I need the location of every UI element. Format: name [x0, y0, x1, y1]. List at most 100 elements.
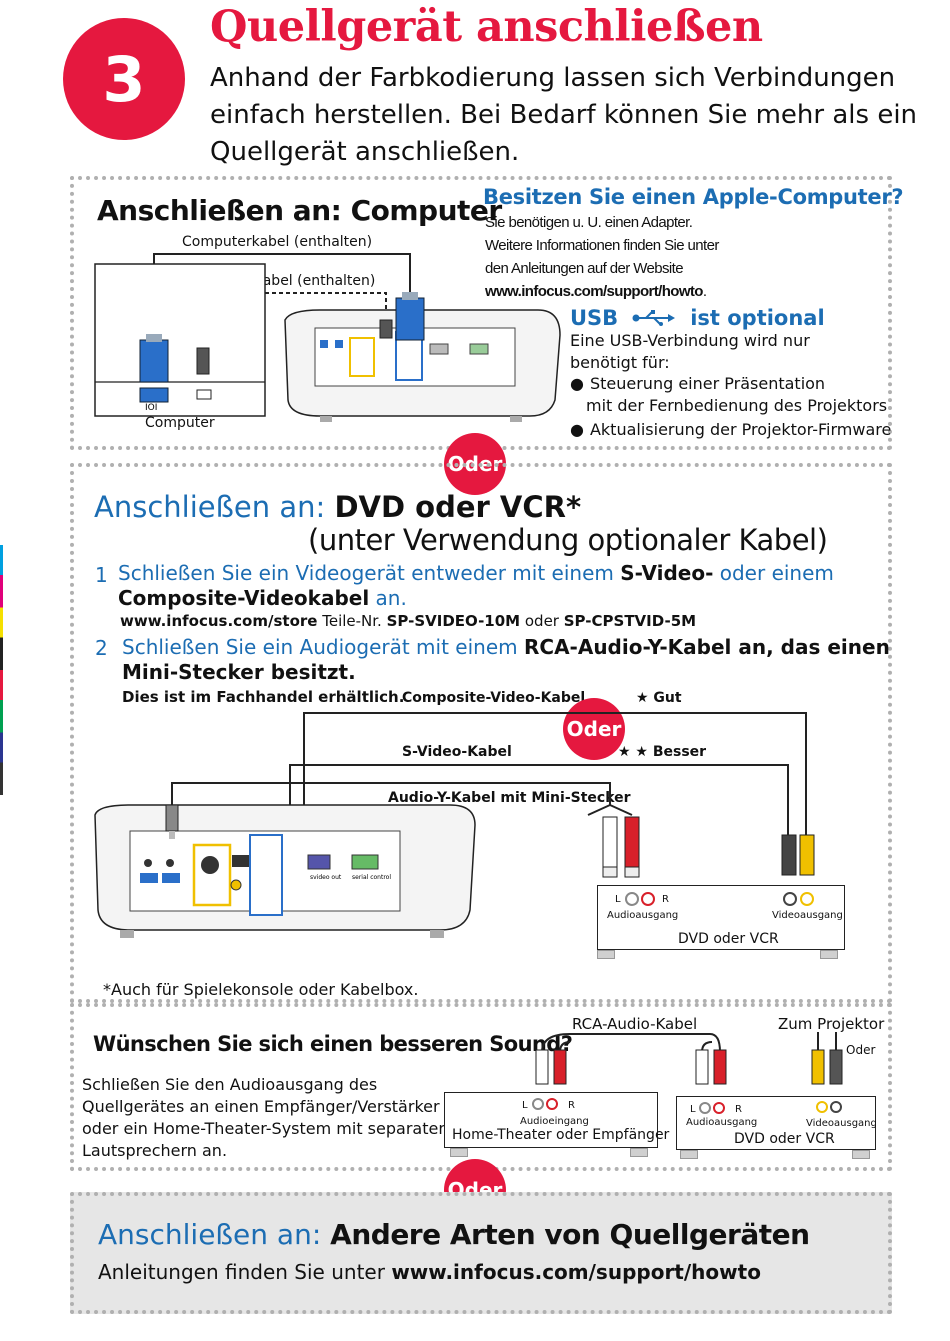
store-text: Teile-Nr.	[317, 612, 387, 630]
dvd-subheading: (unter Verwendung optionaler Kabel)	[308, 523, 828, 557]
usb-line: benötigt für:	[570, 352, 670, 372]
sound-description: Schließen Sie den Audioausgang des Quell…	[82, 1074, 448, 1162]
composite-port	[816, 1101, 828, 1113]
step1-c: oder einem	[713, 561, 834, 585]
apple-line: Weitere Informationen finden Sie unter	[485, 237, 719, 254]
intro-text: Anhand der Farbkodierung lassen sich Ver…	[210, 60, 917, 171]
other-url-link[interactable]: www.infocus.com/support/howto	[391, 1260, 761, 1284]
computer-cable-label: Computerkabel (enthalten)	[182, 234, 373, 250]
device-foot	[450, 1148, 468, 1157]
svg-text:svideo out: svideo out	[310, 874, 342, 881]
svideo-cable-label: S-Video-Kabel	[402, 744, 512, 760]
rca-white-port	[699, 1102, 711, 1114]
sound-desc-line: Quellgerätes an einen Empfänger/Verstärk…	[82, 1097, 440, 1116]
intro-line: Quellgerät anschließen.	[210, 137, 520, 167]
step1-b: S-Video-	[620, 561, 714, 585]
rca-red-port	[713, 1102, 725, 1114]
usb-word: USB	[570, 306, 619, 330]
dvd-connection-diagram: svideo out serial control	[94, 712, 815, 938]
good-rating: ★ Gut	[636, 690, 682, 706]
store-url-link[interactable]: www.infocus.com/store	[120, 612, 318, 630]
sound-cable-diagram	[535, 1032, 843, 1085]
rca-white-port	[532, 1098, 544, 1110]
or-word: oder	[520, 612, 564, 630]
lr-right-label: R	[735, 1104, 742, 1115]
apple-period: .	[702, 283, 707, 300]
intro-line: Anhand der Farbkodierung lassen sich Ver…	[210, 63, 896, 93]
footnote: *Auch für Spielekonsole oder Kabelbox.	[103, 980, 419, 999]
audio-out-label: Audioausgang	[686, 1117, 758, 1128]
bullet-icon: ●	[570, 374, 584, 393]
svg-text:serial control: serial control	[352, 874, 391, 881]
audio-out-label: Audioausgang	[607, 910, 679, 921]
audio-out-ports	[625, 892, 655, 906]
to-projector-label: Zum Projektor	[778, 1015, 885, 1033]
svg-text:IOI: IOI	[145, 403, 157, 413]
device-foot	[630, 1148, 648, 1157]
svideo-port	[783, 892, 797, 906]
composite-port	[800, 892, 814, 906]
audio-in-label: Audioeingang	[520, 1116, 589, 1127]
apple-text: Sie benötigen u. U. einen Adapter. Weite…	[485, 211, 719, 303]
computer-label: Computer	[145, 415, 215, 431]
apple-line: den Anleitungen auf der Website	[485, 260, 684, 277]
lr-left-label: L	[690, 1104, 696, 1115]
usb-bullet: Aktualisierung der Projektor-Firmware	[589, 420, 892, 439]
computer-diagram: IOI	[94, 253, 561, 422]
part-number: SP-SVIDEO-10M	[386, 612, 521, 630]
oder-badge: Oder	[563, 698, 625, 760]
apple-line: Sie benötigen u. U. einen Adapter.	[485, 214, 693, 231]
usb-optional: ist optional	[690, 306, 825, 330]
video-out-label: Videoausgang	[772, 910, 843, 921]
video-out-label: Videoausgang	[806, 1118, 877, 1129]
intro-line: einfach herstellen. Bei Bedarf können Si…	[210, 100, 918, 130]
bullet-icon: ●	[570, 420, 584, 439]
device-foot	[820, 950, 838, 959]
rca-cable-label: RCA-Audio-Kabel	[572, 1015, 698, 1033]
audio-out-ports	[699, 1102, 725, 1114]
video-out-ports	[783, 892, 814, 906]
lr-left-label: L	[615, 894, 621, 905]
sound-heading: Wünschen Sie sich einen besseren Sound?	[93, 1032, 573, 1056]
step-number-badge: 3	[63, 18, 185, 140]
step2-b: RCA-Audio-Y-Kabel an, das einen	[523, 635, 890, 659]
home-theater-label: Home-Theater oder Empfänger	[452, 1127, 670, 1143]
audio-y-cable	[171, 782, 633, 816]
lr-left-label: L	[522, 1100, 528, 1111]
other-line-prefix: Anleitungen finden Sie unter	[98, 1260, 392, 1284]
step1-num: 1	[95, 563, 108, 587]
rca-red-port	[546, 1098, 558, 1110]
other-heading-bold: Andere Arten von Quellgeräten	[330, 1218, 810, 1251]
other-heading: Anschließen an: Andere Arten von Quellge…	[98, 1218, 810, 1251]
lr-right-label: R	[662, 894, 669, 905]
usb-bullet: Steuerung einer Präsentation	[589, 374, 826, 393]
dvd-heading-bold: DVD oder VCR*	[334, 490, 582, 524]
device-foot	[597, 950, 615, 959]
sound-desc-line: Schließen Sie den Audioausgang des	[82, 1075, 378, 1094]
step-number: 3	[102, 42, 146, 116]
part-number: SP-CPSTVID-5M	[563, 612, 697, 630]
device-foot	[680, 1150, 698, 1159]
usb-line: Eine USB-Verbindung wird nur	[570, 331, 810, 350]
page-title: Quellgerät anschließen	[210, 2, 763, 52]
step2-text: Schließen Sie ein Audiogerät mit einem R…	[122, 635, 902, 685]
better-rating: ★ ★ Besser	[618, 744, 707, 760]
oder-small-label: Oder	[846, 1043, 876, 1057]
step1-text: Schließen Sie ein Videogerät entweder mi…	[118, 561, 888, 611]
usb-icon	[632, 310, 676, 326]
apple-url-link[interactable]: www.infocus.com/support/howto	[485, 283, 703, 300]
usb-heading: USB ist optional	[570, 306, 825, 330]
audio-y-cable-label: Audio-Y-Kabel mit Mini-Stecker	[388, 790, 631, 806]
other-heading-prefix: Anschließen an:	[98, 1218, 331, 1251]
usb-bullet: mit der Fernbedienung des Projektors	[586, 395, 888, 415]
composite-cable-label: Composite-Video-Kabel	[402, 690, 586, 706]
step2-c: Mini-Stecker besitzt.	[122, 660, 356, 684]
dvd-section-box	[70, 463, 892, 1003]
store-line: www.infocus.com/store Teile-Nr. SP-SVIDE…	[120, 612, 696, 630]
rca-white-port	[625, 892, 639, 906]
rca-red-port	[641, 892, 655, 906]
print-color-bar	[0, 545, 3, 795]
sound-desc-line: oder ein Home-Theater-System mit separat…	[82, 1119, 449, 1138]
usb-text: Eine USB-Verbindung wird nur benötigt fü…	[570, 330, 891, 441]
dvd-small-label: DVD oder VCR	[734, 1131, 835, 1147]
